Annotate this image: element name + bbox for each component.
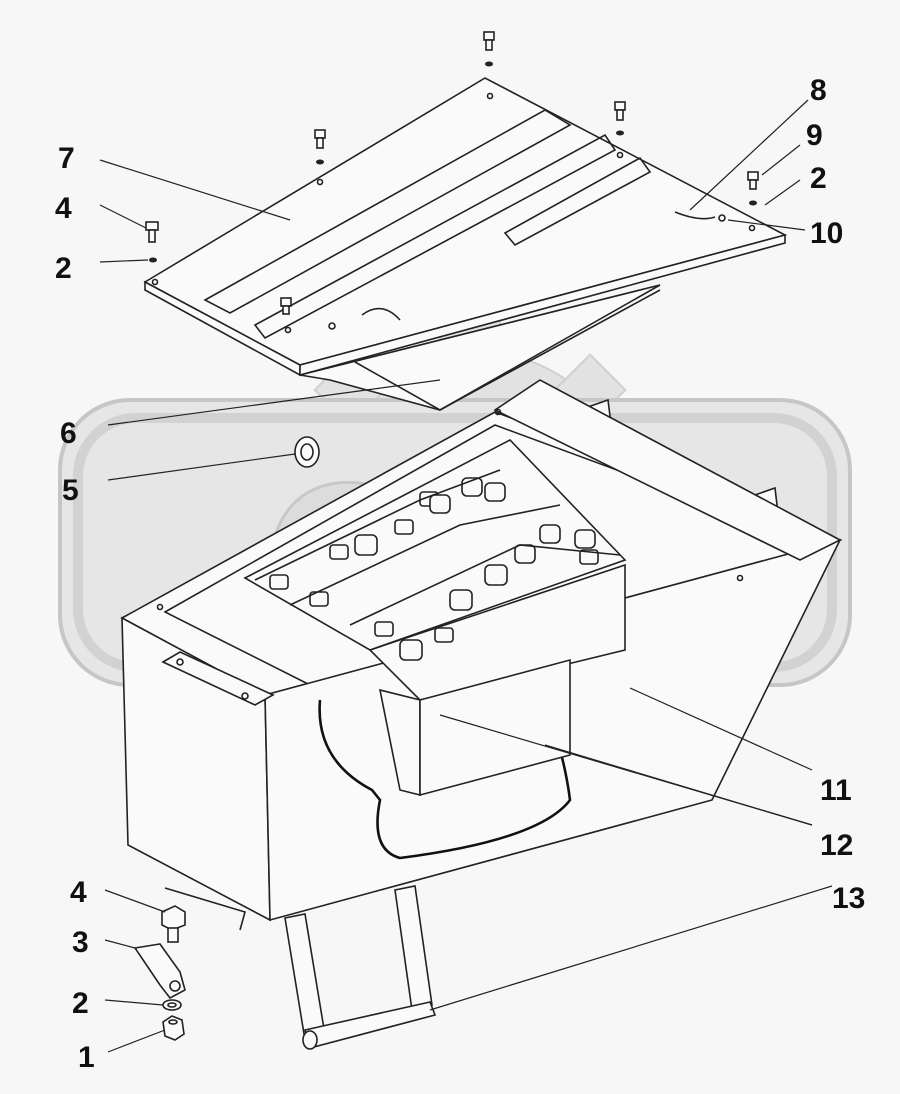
battery-cells — [243, 439, 627, 661]
callouts: 8 9 2 10 7 4 2 6 5 11 12 13 4 3 2 1 — [55, 74, 865, 1074]
callout-2: 2 — [810, 162, 827, 195]
mount-outline — [164, 887, 246, 931]
cover-slot-1 — [203, 109, 572, 314]
cover-plate — [143, 77, 788, 377]
battery-tray-front — [419, 658, 571, 797]
battery-tray-top — [368, 563, 626, 701]
box-hole — [156, 603, 164, 611]
box-hole — [494, 408, 502, 416]
cover-hole — [486, 92, 494, 100]
bolt-icon — [614, 101, 626, 136]
cover-hole — [748, 224, 756, 232]
bracket-tube-end — [302, 1030, 318, 1050]
box-rear-lip — [493, 379, 842, 561]
leader-lines — [99, 99, 833, 1053]
callout-9: 9 — [806, 119, 823, 152]
cover-cutout-rear — [674, 211, 716, 220]
callout-3: 3 — [72, 926, 89, 959]
callout-12: 12 — [820, 829, 853, 862]
callout-6: 6 — [60, 417, 77, 450]
callout-2: 2 — [55, 252, 72, 285]
bolts-cover — [145, 31, 759, 315]
cover-cutout-front — [361, 307, 401, 321]
box-hole — [176, 658, 184, 666]
callout-5: 5 — [62, 474, 79, 507]
bolt-icon — [747, 171, 759, 206]
nut-icon — [162, 1015, 185, 1041]
battery-block — [243, 439, 627, 651]
box-hole — [736, 574, 744, 582]
callout-8: 8 — [810, 74, 827, 107]
callout-4: 4 — [70, 876, 87, 909]
cover-slot-2 — [253, 133, 617, 340]
bracket-crossbar — [304, 1001, 437, 1049]
box-hole — [241, 692, 249, 700]
callout-11: 11 — [820, 774, 852, 807]
box-hinge-plate-left — [161, 651, 275, 706]
bolt-icon — [145, 221, 159, 263]
washer-icon — [162, 999, 182, 1011]
callout-10: 10 — [810, 217, 843, 250]
callout-7: 7 — [58, 142, 75, 175]
bracket-leg-right — [394, 885, 433, 1011]
terminal-lug-icon — [133, 943, 186, 1000]
bracket-leg-left — [284, 913, 326, 1041]
cover-hole — [284, 326, 292, 334]
cover-hole — [616, 151, 624, 159]
cover-hole — [151, 278, 159, 286]
bolt-icon — [483, 31, 495, 67]
callout-2: 2 — [72, 987, 89, 1020]
callout-4: 4 — [55, 192, 72, 225]
bolt-icon — [161, 905, 186, 943]
fasteners-bottom — [133, 887, 246, 1041]
cover-side-edge — [299, 233, 786, 377]
bolt-icon — [314, 129, 326, 165]
gasket-edge — [354, 289, 661, 411]
battery-terminals — [254, 469, 621, 661]
support-bracket — [284, 885, 437, 1050]
cover-hole — [316, 178, 324, 186]
bolt-icon — [280, 297, 292, 315]
callout-1: 1 — [78, 1041, 95, 1074]
cover-hole — [328, 322, 336, 330]
callout-13: 13 — [832, 882, 865, 915]
cover-hole — [718, 214, 726, 222]
cover-slot-3 — [503, 156, 652, 247]
grommet-icon — [294, 436, 320, 468]
